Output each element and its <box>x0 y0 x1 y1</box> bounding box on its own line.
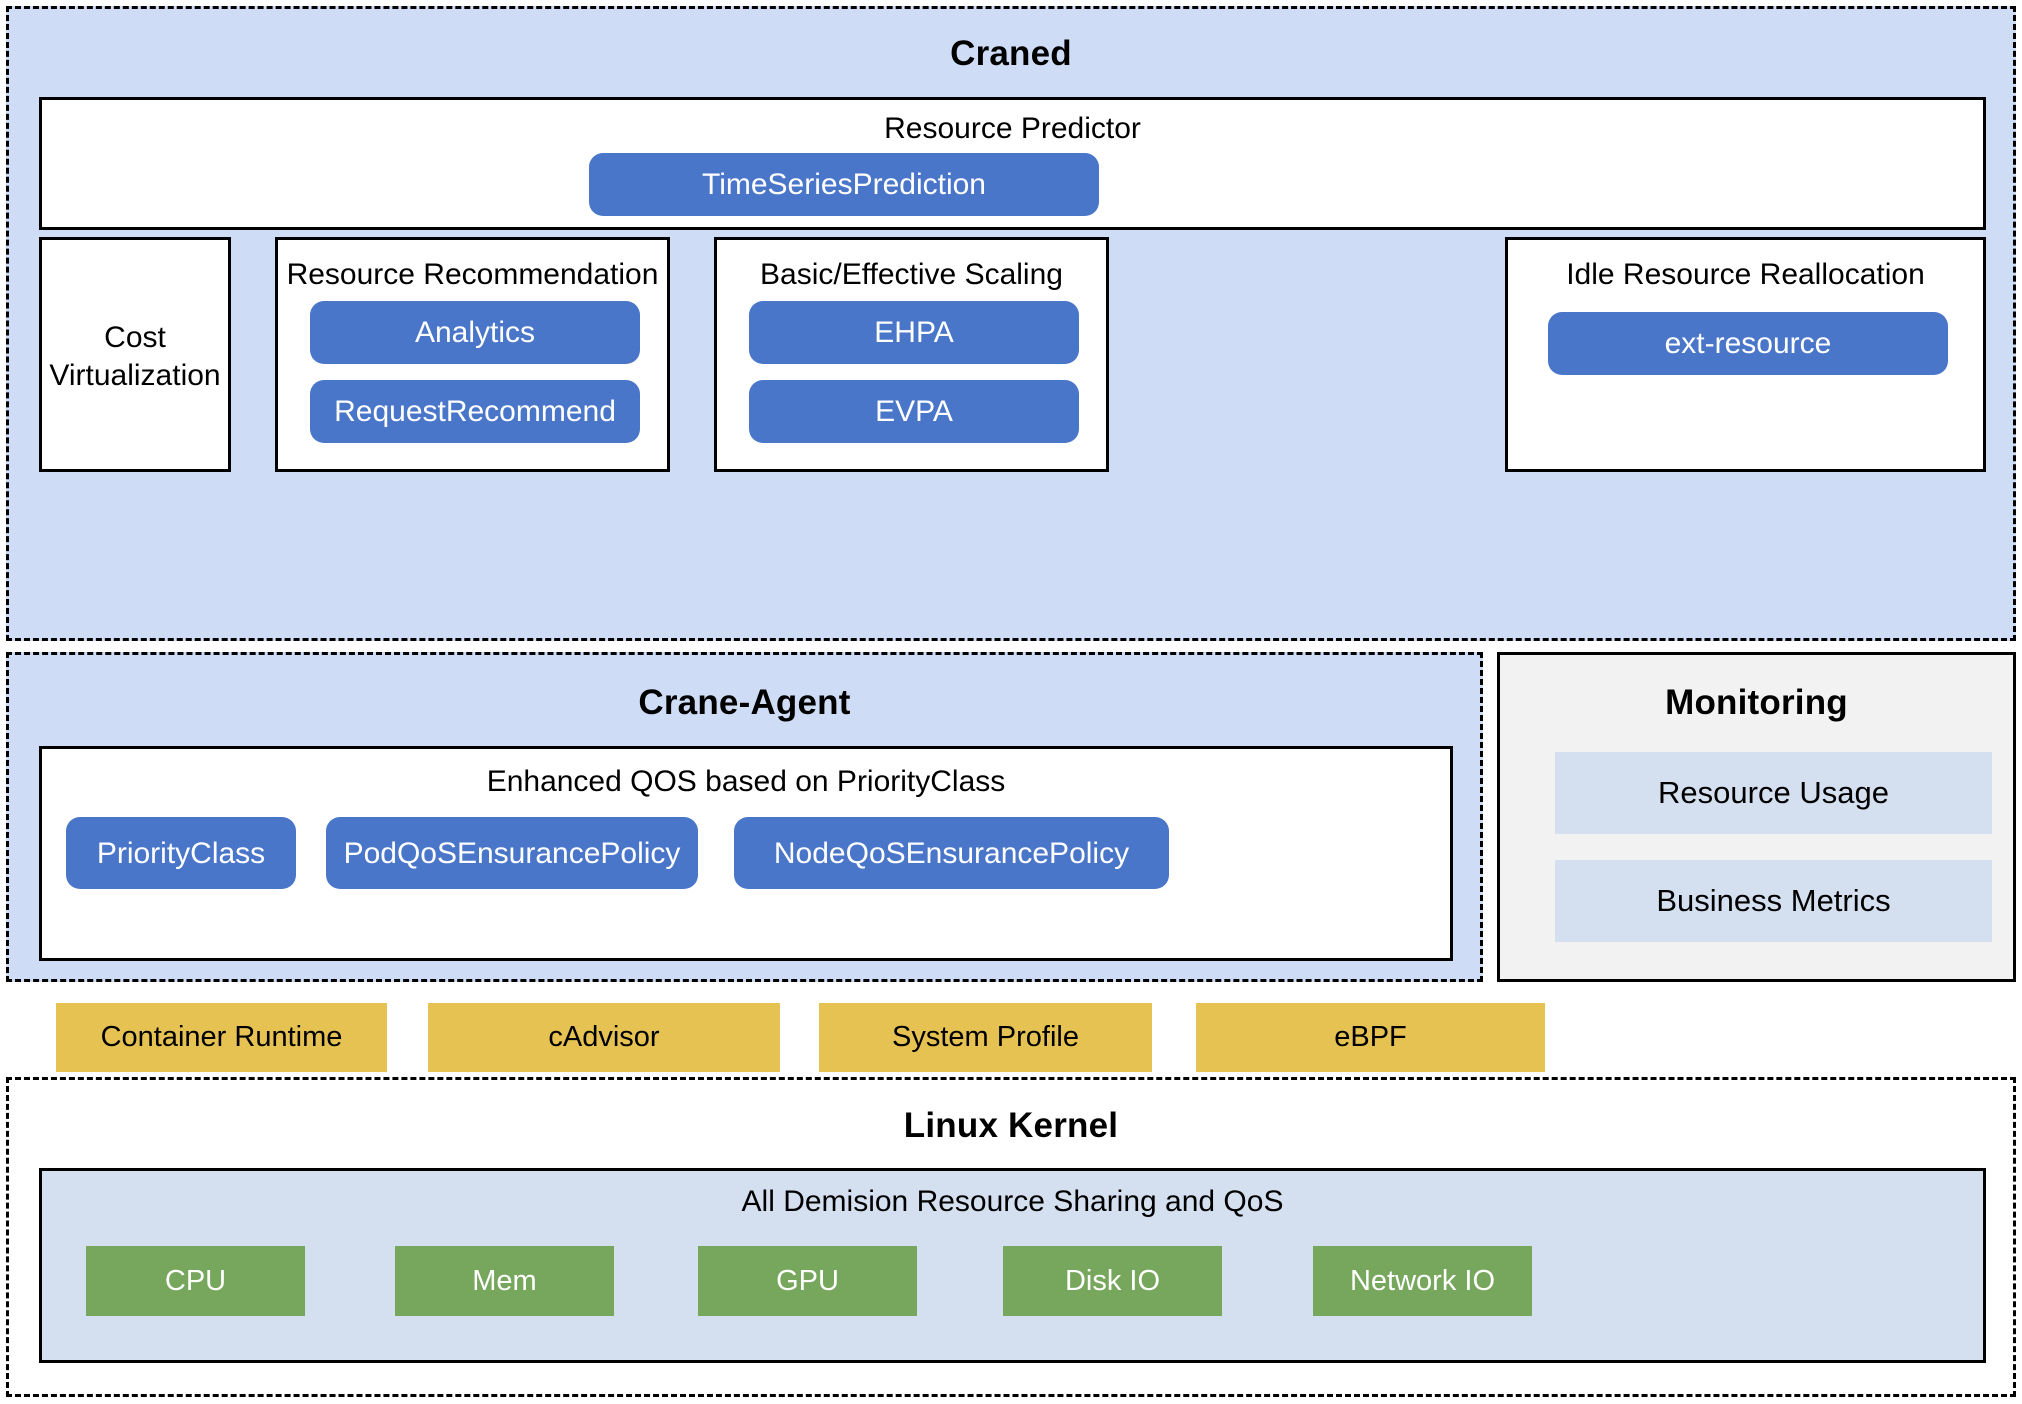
pill-evpa[interactable]: EVPA <box>749 380 1079 443</box>
crane-agent-zone: Crane-Agent Enhanced QOS based on Priori… <box>6 652 1483 982</box>
qos-card: Enhanced QOS based on PriorityClass Prio… <box>39 746 1453 961</box>
monitoring-band-resource-usage[interactable]: Resource Usage <box>1555 752 1992 834</box>
chip-disk-io[interactable]: Disk IO <box>1003 1246 1222 1316</box>
module-basic-effective-scaling: Basic/Effective Scaling EHPA EVPA <box>714 237 1109 472</box>
pill-timeseriesprediction[interactable]: TimeSeriesPrediction <box>589 153 1099 216</box>
pill-ehpa[interactable]: EHPA <box>749 301 1079 364</box>
pill-nodeqosensurancepolicy[interactable]: NodeQoSEnsurancePolicy <box>734 817 1169 889</box>
monitoring-card: Monitoring Resource Usage Business Metri… <box>1497 652 2016 982</box>
cost-virtualization-label: Cost Virtualization <box>42 319 228 396</box>
crane-agent-title: Crane-Agent <box>638 683 851 722</box>
craned-title: Craned <box>950 34 1072 73</box>
chip-network-io[interactable]: Network IO <box>1313 1246 1532 1316</box>
module-cost-virtualization: Cost Virtualization <box>39 237 231 472</box>
chip-cpu[interactable]: CPU <box>86 1246 305 1316</box>
pill-requestrecommend[interactable]: RequestRecommend <box>310 380 640 443</box>
cost-virtualization-label-line1: Cost <box>104 321 166 354</box>
linux-kernel-zone: Linux Kernel All Demision Resource Shari… <box>6 1077 2016 1397</box>
module-resource-recommendation: Resource Recommendation Analytics Reques… <box>275 237 670 472</box>
pill-podqosensurancepolicy[interactable]: PodQoSEnsurancePolicy <box>326 817 698 889</box>
kernel-inner-card: All Demision Resource Sharing and QoS CP… <box>39 1168 1986 1363</box>
pill-ext-resource[interactable]: ext-resource <box>1548 312 1948 375</box>
idle-resource-reallocation-title: Idle Resource Reallocation <box>1566 258 1925 291</box>
monitoring-title: Monitoring <box>1665 683 1848 722</box>
resource-predictor-card: Resource Predictor TimeSeriesPrediction <box>39 97 1986 230</box>
linux-kernel-title: Linux Kernel <box>903 1106 1119 1145</box>
chip-ebpf[interactable]: eBPF <box>1196 1003 1545 1072</box>
chip-mem[interactable]: Mem <box>395 1246 614 1316</box>
chip-cadvisor[interactable]: cAdvisor <box>428 1003 780 1072</box>
basic-effective-scaling-title: Basic/Effective Scaling <box>760 258 1063 291</box>
cost-virtualization-label-line2: Virtualization <box>49 359 221 393</box>
craned-zone: Craned Resource Predictor TimeSeriesPred… <box>6 6 2016 641</box>
module-idle-resource-reallocation: Idle Resource Reallocation ext-resource <box>1505 237 1986 472</box>
pill-priorityclass[interactable]: PriorityClass <box>66 817 296 889</box>
kernel-inner-title: All Demision Resource Sharing and QoS <box>741 1185 1284 1218</box>
resource-predictor-title: Resource Predictor <box>884 112 1141 145</box>
monitoring-band-business-metrics[interactable]: Business Metrics <box>1555 860 1992 942</box>
chip-gpu[interactable]: GPU <box>698 1246 917 1316</box>
resource-recommendation-title: Resource Recommendation <box>286 258 659 291</box>
qos-card-title: Enhanced QOS based on PriorityClass <box>486 765 1006 798</box>
pill-analytics[interactable]: Analytics <box>310 301 640 364</box>
chip-container-runtime[interactable]: Container Runtime <box>56 1003 387 1072</box>
chip-system-profile[interactable]: System Profile <box>819 1003 1152 1072</box>
